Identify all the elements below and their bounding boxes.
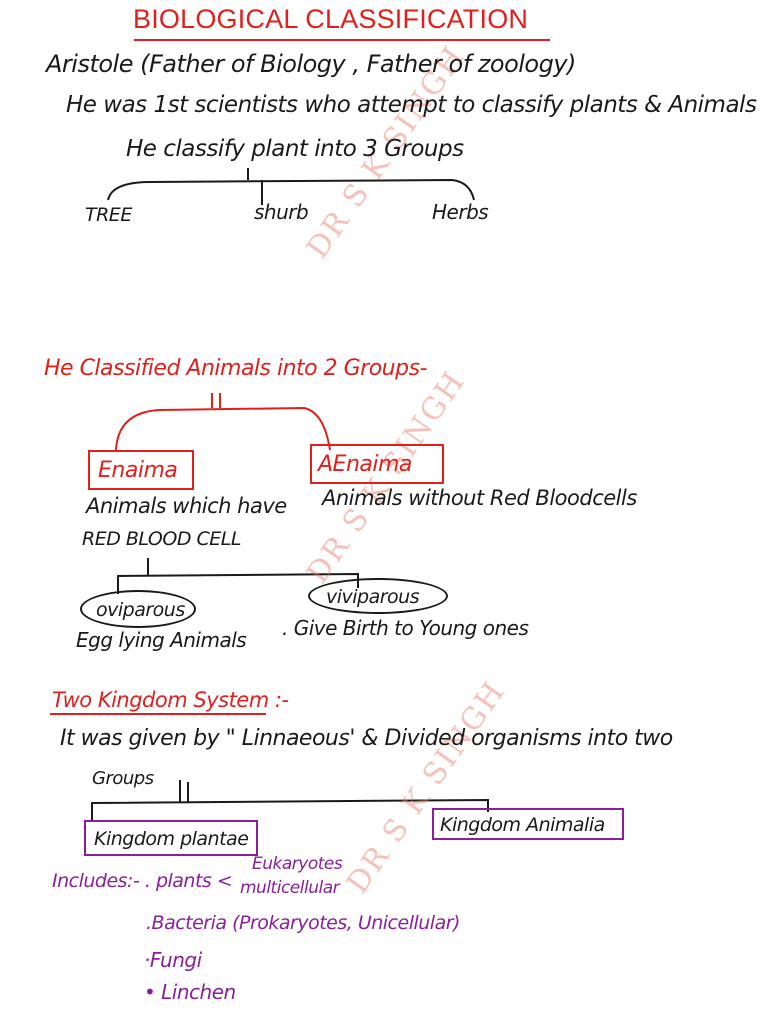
animals-heading: He Classified Animals into 2 Groups- bbox=[44, 356, 427, 381]
plant-group-shrub: shurb bbox=[254, 200, 309, 224]
anenaima-description: Animals without Red Bloodcells bbox=[322, 486, 637, 510]
aristotle-line: Aristole (Father of Biology , Father of … bbox=[46, 50, 576, 78]
kingdom-animalia-box: Kingdom Animalia bbox=[432, 808, 624, 840]
plant-group-herbs: Herbs bbox=[432, 200, 489, 224]
oviparous-label: oviparous bbox=[96, 599, 185, 621]
anenaima-label: AEnaima bbox=[318, 452, 412, 477]
two-kingdom-line: Groups bbox=[92, 768, 154, 789]
page-title: BIOLOGICAL CLASSIFICATION bbox=[133, 4, 529, 34]
include-item-lichen: • Linchen bbox=[144, 980, 236, 1004]
include-item-fungi: ·Fungi bbox=[144, 948, 202, 972]
anenaima-box: AEnaima bbox=[310, 444, 444, 484]
aristotle-line: He classify plant into 3 Groups bbox=[126, 136, 464, 162]
includes-label: Includes:- . plants < bbox=[52, 870, 233, 892]
two-kingdom-heading: Two Kingdom System :- bbox=[52, 688, 289, 712]
plants-detail: Eukaryotes bbox=[252, 854, 343, 874]
aristotle-line: He was 1st scientists who attempt to cla… bbox=[66, 92, 757, 118]
kingdom-plantae-box: Kingdom plantae bbox=[84, 820, 258, 856]
two-kingdom-line: It was given by " Linnaeous' & Divided o… bbox=[60, 726, 673, 751]
viviparous-label: viviparous bbox=[326, 586, 420, 608]
enaima-description: RED BLOOD CELL bbox=[82, 528, 241, 550]
enaima-label: Enaima bbox=[98, 458, 178, 483]
viviparous-description: . Give Birth to Young ones bbox=[282, 616, 529, 640]
include-item-bacteria: .Bacteria (Prokaryotes, Unicellular) bbox=[146, 912, 460, 934]
kingdom-plantae-label: Kingdom plantae bbox=[94, 828, 249, 850]
enaima-box: Enaima bbox=[88, 450, 194, 490]
viviparous-oval: viviparous bbox=[308, 578, 448, 614]
oviparous-description: Egg lying Animals bbox=[76, 628, 247, 652]
plant-group-tree: TREE bbox=[85, 204, 132, 226]
oviparous-oval: oviparous bbox=[80, 590, 196, 628]
kingdom-animalia-label: Kingdom Animalia bbox=[440, 814, 605, 836]
plants-detail: multicellular bbox=[240, 878, 340, 898]
enaima-description: Animals which have bbox=[86, 494, 287, 518]
